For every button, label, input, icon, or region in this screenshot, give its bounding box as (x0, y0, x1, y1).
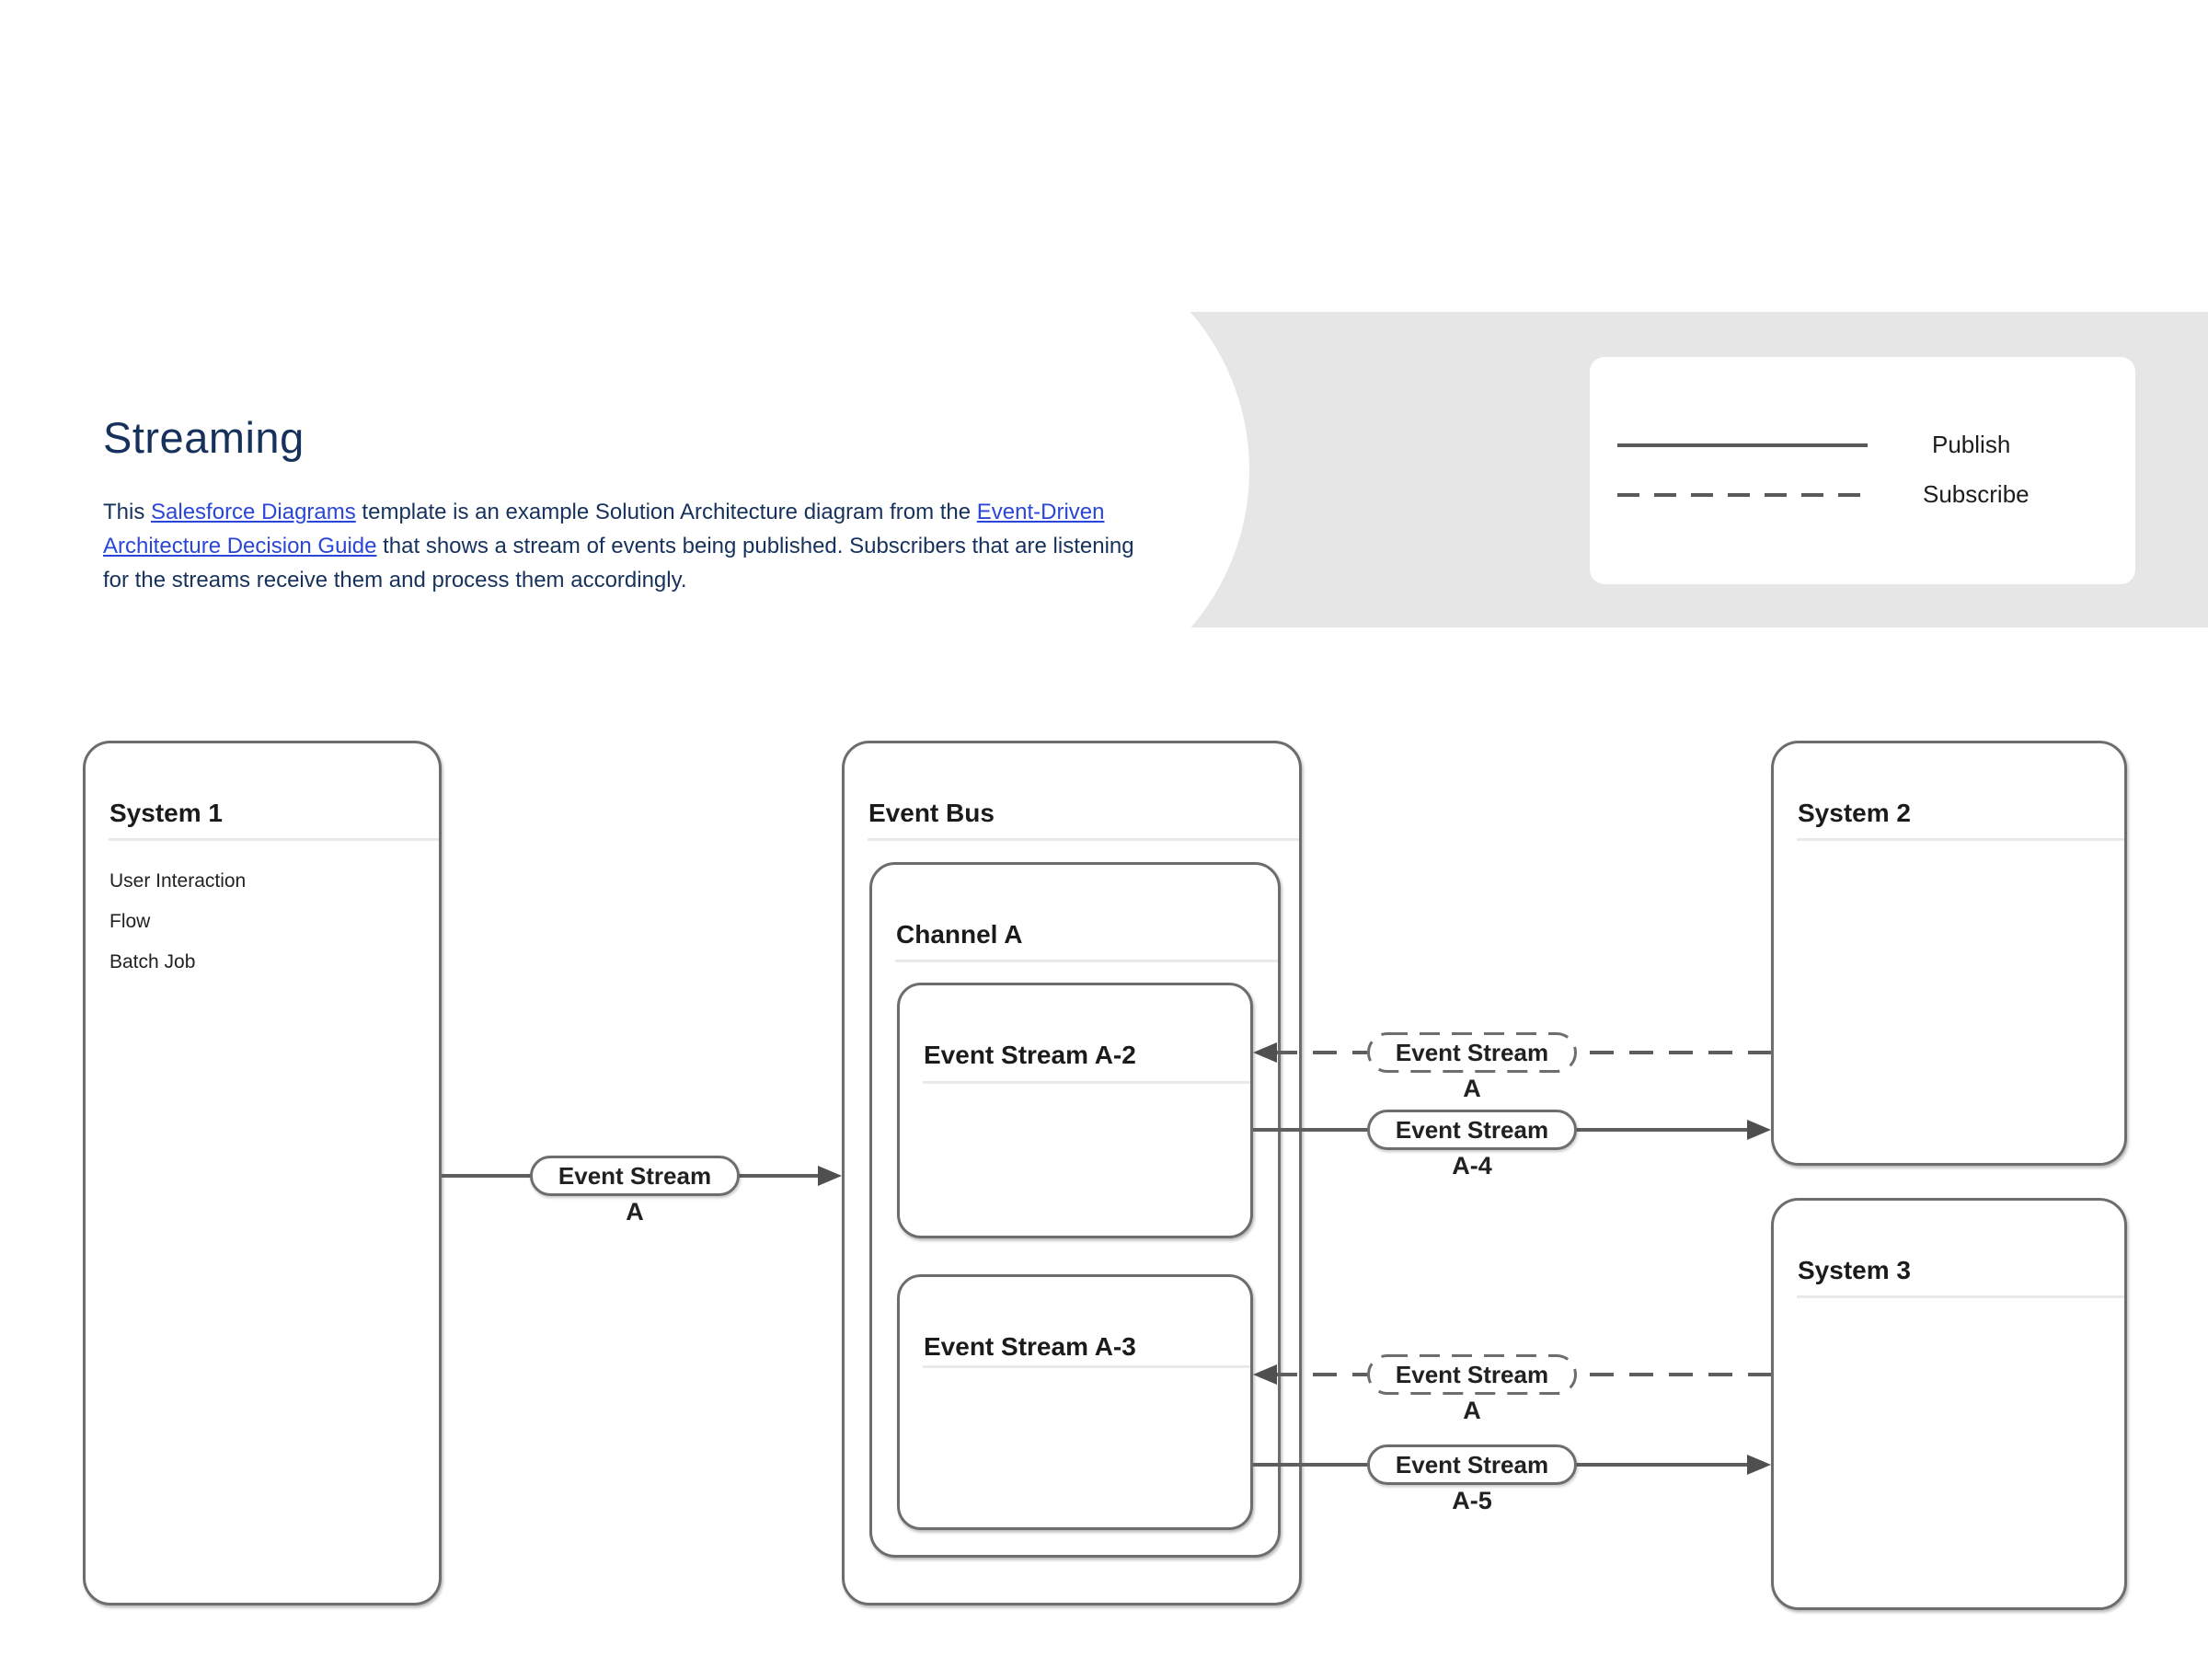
system2-divider (1797, 838, 2124, 841)
event-stream-a3-divider (923, 1365, 1250, 1368)
flow-label-pill: Event Stream (530, 1156, 740, 1196)
description-line: Architecture Decision Guide that shows a… (103, 529, 1253, 563)
system1-item: User Interaction (109, 870, 247, 892)
arrowhead-left-icon (1253, 1364, 1277, 1385)
system2-title: System 2 (1798, 799, 1911, 827)
publish-line-sample (1617, 443, 1868, 447)
channel-a-divider (895, 960, 1278, 962)
system1-divider (109, 838, 439, 841)
system1-title: System 1 (109, 799, 223, 827)
dashed-pill-border-icon (1367, 1354, 1577, 1395)
event-driven-guide-link[interactable]: Architecture Decision Guide (103, 534, 377, 558)
system3-title: System 3 (1798, 1256, 1911, 1284)
system1-item: Batch Job (109, 951, 196, 972)
description-text: template is an example Solution Architec… (355, 500, 977, 524)
description-line: for the streams receive them and process… (103, 563, 1253, 597)
flow-sublabel: A-4 (1452, 1152, 1492, 1179)
arrowhead-left-icon (1253, 1042, 1277, 1063)
flow-sublabel: A (1463, 1397, 1481, 1424)
arrowhead-right-icon (1747, 1455, 1771, 1475)
event-stream-a3-box: Event Stream A-3 (897, 1274, 1253, 1530)
channel-a-title: Channel A (896, 920, 1023, 949)
description-text: This (103, 500, 152, 524)
event-stream-a2-box: Event Stream A-2 (897, 983, 1253, 1238)
system2-box: System 2 (1771, 741, 2127, 1166)
flow-sublabel: A (1463, 1075, 1481, 1102)
flow-label-pill: Event Stream (1367, 1110, 1577, 1150)
legend-publish-label: Publish (1932, 431, 2011, 458)
page-title: Streaming (103, 413, 305, 462)
description-text: that shows a stream of events being publ… (376, 534, 1134, 558)
flow-sublabel: A-5 (1452, 1487, 1492, 1514)
legend-subscribe-label: Subscribe (1923, 480, 2030, 508)
system3-box: System 3 (1771, 1198, 2127, 1610)
system3-divider (1797, 1295, 2124, 1298)
event-bus-title: Event Bus (868, 799, 995, 827)
event-stream-a2-divider (923, 1081, 1250, 1084)
arrowhead-right-icon (1747, 1120, 1771, 1140)
flow-sublabel: A (626, 1198, 644, 1225)
flow-label: Event Stream (1395, 1115, 1549, 1144)
description-text: for the streams receive them and process… (103, 568, 687, 593)
description-line: This Salesforce Diagrams template is an … (103, 495, 1253, 529)
salesforce-diagrams-link[interactable]: Salesforce Diagrams (151, 500, 356, 524)
flow-label: Event Stream (1395, 1450, 1549, 1479)
dashed-pill-border-icon (1367, 1032, 1577, 1073)
system1-item: Flow (109, 911, 151, 932)
flow-label-pill-dashed: Event Stream (1367, 1354, 1577, 1395)
flow-label-pill-dashed: Event Stream (1367, 1032, 1577, 1073)
flow-label: Event Stream (1395, 1360, 1549, 1388)
page-description: This Salesforce Diagrams template is an … (103, 495, 1253, 597)
legend-band: Publish Subscribe (767, 229, 2208, 711)
band-concave-notch (767, 229, 1249, 711)
legend-card: Publish Subscribe (1590, 357, 2135, 584)
subscribe-line-sample (1617, 493, 1868, 497)
flow-label: Event Stream (558, 1161, 712, 1190)
event-bus-divider (868, 838, 1299, 841)
arrowhead-right-icon (818, 1166, 842, 1186)
flow-label: Event Stream (1395, 1038, 1549, 1066)
event-stream-a3-title: Event Stream A-3 (924, 1332, 1136, 1361)
event-driven-guide-link[interactable]: Event-Driven (976, 500, 1105, 524)
event-stream-a2-title: Event Stream A-2 (924, 1041, 1136, 1069)
flow-label-pill: Event Stream (1367, 1444, 1577, 1485)
